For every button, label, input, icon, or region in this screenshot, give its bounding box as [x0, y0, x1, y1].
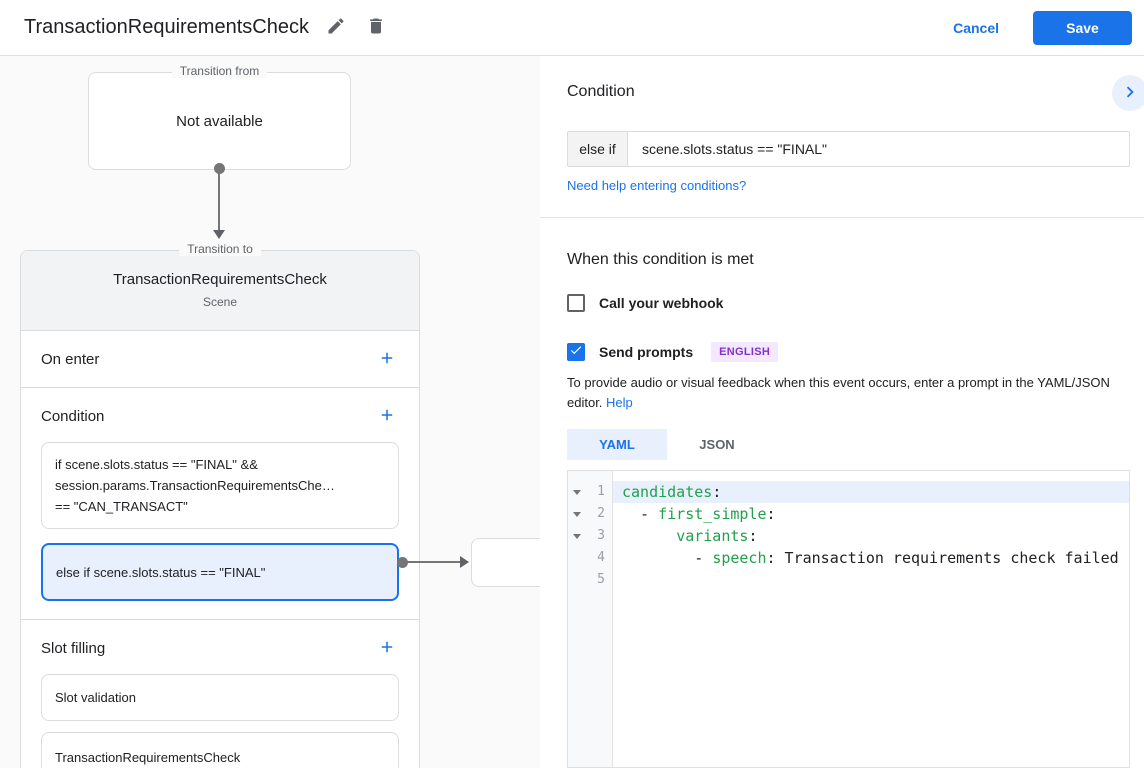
language-badge: ENGLISH: [711, 342, 779, 362]
plus-icon: [378, 406, 396, 427]
condition-item-selected[interactable]: else if scene.slots.status == "FINAL": [41, 543, 399, 601]
scene-name: TransactionRequirementsCheck: [113, 271, 327, 288]
transition-to-node[interactable]: Transition to TransactionRequirementsChe…: [20, 242, 420, 768]
condition-expression-row: else if: [567, 131, 1130, 167]
panel-divider: [540, 217, 1144, 218]
transition-from-node[interactable]: Transition from Not available: [88, 64, 351, 170]
chevron-right-icon: [1119, 81, 1141, 106]
send-prompts-label: Send prompts: [599, 344, 694, 360]
code-line: 2 - first_simple:: [568, 503, 1129, 525]
condition-help-link[interactable]: Need help entering conditions?: [567, 178, 747, 193]
connector-dot: [397, 557, 408, 568]
line-number: 2: [568, 503, 613, 525]
delete-scene-button[interactable]: [363, 15, 389, 41]
connector-arrowhead-icon: [213, 230, 225, 239]
connector-line: [218, 168, 220, 230]
condition-item[interactable]: if scene.slots.status == "FINAL" && sess…: [41, 442, 399, 529]
code-text[interactable]: - first_simple:: [622, 505, 776, 523]
transition-to-label: Transition to: [179, 242, 261, 256]
connector-arrowhead-icon: [460, 556, 469, 568]
when-condition-met-title: When this condition is met: [567, 251, 754, 268]
slot-filling-section: Slot filling Slot validation Transaction…: [21, 620, 419, 768]
condition-section-label: Condition: [41, 407, 105, 425]
transition-target-node[interactable]: [471, 538, 540, 587]
slot-item[interactable]: Slot validation: [41, 674, 399, 721]
plus-icon: [378, 349, 396, 370]
transition-from-value: Not available: [176, 112, 263, 130]
prompt-hint-text: To provide audio or visual feedback when…: [567, 375, 1110, 410]
tab-json[interactable]: JSON: [667, 429, 767, 460]
line-number: 1: [568, 481, 613, 503]
send-prompts-checkbox[interactable]: [567, 343, 585, 361]
scene-card-header: TransactionRequirementsCheck Scene: [21, 251, 419, 331]
condition-prefix-label: else if: [568, 132, 628, 166]
on-enter-section: On enter: [21, 331, 419, 388]
add-on-enter-button[interactable]: [375, 347, 399, 371]
connector-line: [403, 561, 461, 563]
fold-arrow-icon[interactable]: [573, 490, 581, 495]
scene-flow-canvas: Transition from Not available Transition…: [0, 56, 540, 768]
code-line: 4 - speech: Transaction requirements che…: [568, 547, 1129, 569]
code-line: 3 variants:: [568, 525, 1129, 547]
condition-detail-panel: Condition else if Need help entering con…: [540, 56, 1144, 768]
editor-gutter: [568, 471, 613, 767]
editor-format-tabs: YAML JSON: [567, 429, 767, 460]
add-condition-button[interactable]: [375, 404, 399, 428]
on-enter-label: On enter: [41, 350, 100, 368]
call-webhook-label: Call your webhook: [599, 295, 724, 311]
line-number: 5: [597, 572, 605, 587]
trash-icon: [366, 16, 386, 39]
line-number: 3: [568, 525, 613, 547]
code-text[interactable]: candidates:: [613, 481, 1129, 503]
checkmark-icon: [569, 343, 583, 362]
save-button[interactable]: Save: [1033, 10, 1132, 45]
fold-arrow-icon[interactable]: [573, 512, 581, 517]
panel-title: Condition: [567, 83, 635, 100]
scene-type: Scene: [202, 295, 238, 309]
condition-expression-input[interactable]: [628, 132, 1129, 166]
tab-yaml[interactable]: YAML: [567, 429, 667, 460]
prompt-help-link[interactable]: Help: [606, 395, 633, 410]
code-text[interactable]: - speech: Transaction requirements check…: [622, 549, 1119, 567]
condition-section: Condition if scene.slots.status == "FINA…: [21, 388, 419, 620]
edit-scene-button[interactable]: [323, 15, 349, 41]
cancel-button[interactable]: Cancel: [953, 19, 999, 36]
code-text[interactable]: variants:: [676, 527, 758, 545]
add-slot-button[interactable]: [375, 636, 399, 660]
fold-arrow-icon[interactable]: [573, 534, 581, 539]
slot-item[interactable]: TransactionRequirementsCheck: [41, 732, 399, 768]
transition-from-label: Transition from: [171, 64, 268, 78]
collapse-panel-button[interactable]: [1112, 75, 1144, 111]
code-line: 5: [568, 569, 1129, 591]
plus-icon: [378, 638, 396, 659]
pencil-icon: [326, 16, 346, 39]
line-number: 4: [597, 550, 605, 565]
page-title: TransactionRequirementsCheck: [24, 16, 309, 38]
slot-filling-section-label: Slot filling: [41, 639, 106, 657]
code-text[interactable]: [613, 569, 1129, 591]
top-bar: TransactionRequirementsCheck Cancel Save: [0, 0, 1144, 56]
call-webhook-checkbox[interactable]: [567, 294, 585, 312]
